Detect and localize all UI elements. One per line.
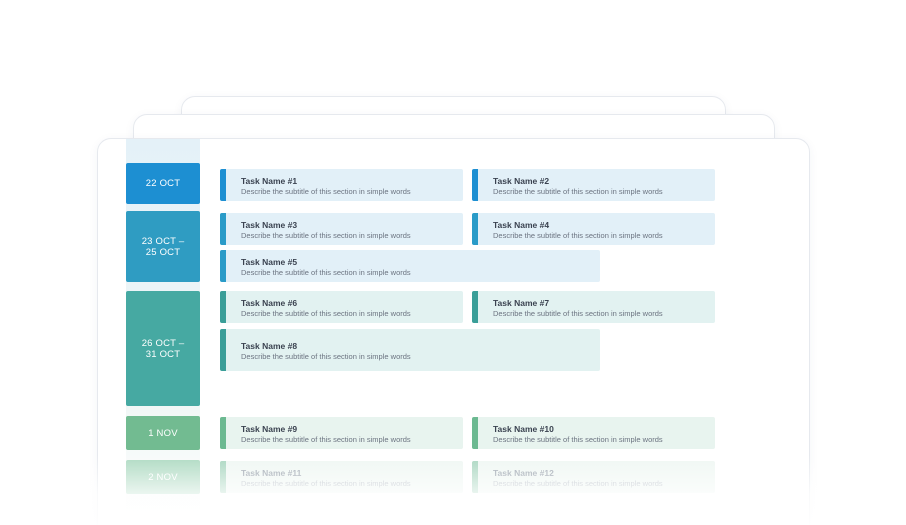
task-title: Task Name #12 xyxy=(493,468,554,478)
task-accent-bar xyxy=(472,169,478,201)
task-card-11[interactable]: Task Name #11 Describe the subtitle of t… xyxy=(220,461,463,493)
task-accent-bar xyxy=(220,291,226,323)
task-subtitle: Describe the subtitle of this section in… xyxy=(241,479,411,488)
task-title: Task Name #1 xyxy=(241,176,298,186)
task-title: Task Name #11 xyxy=(241,468,302,478)
task-title: Task Name #4 xyxy=(493,220,550,230)
task-card-6[interactable]: Task Name #6 Describe the subtitle of th… xyxy=(220,291,463,323)
task-card-10[interactable]: Task Name #10 Describe the subtitle of t… xyxy=(472,417,715,449)
date-block-2-nov[interactable]: 2 NOV xyxy=(126,460,200,494)
task-subtitle: Describe the subtitle of this section in… xyxy=(241,268,411,277)
task-title: Task Name #6 xyxy=(241,298,298,308)
date-block-23-25-oct[interactable]: 23 OCT – 25 OCT xyxy=(126,211,200,282)
task-accent-bar xyxy=(220,250,226,282)
task-accent-bar xyxy=(220,169,226,201)
task-card-4[interactable]: Task Name #4 Describe the subtitle of th… xyxy=(472,213,715,245)
date-block-26-31-oct[interactable]: 26 OCT – 31 OCT xyxy=(126,291,200,406)
task-subtitle: Describe the subtitle of this section in… xyxy=(241,309,411,318)
task-subtitle: Describe the subtitle of this section in… xyxy=(493,309,663,318)
task-accent-bar xyxy=(472,213,478,245)
task-subtitle: Describe the subtitle of this section in… xyxy=(241,187,411,196)
task-accent-bar xyxy=(220,417,226,449)
task-subtitle: Describe the subtitle of this section in… xyxy=(241,231,411,240)
task-accent-bar xyxy=(220,461,226,493)
task-title: Task Name #7 xyxy=(493,298,550,308)
task-accent-bar xyxy=(472,291,478,323)
task-subtitle: Describe the subtitle of this section in… xyxy=(493,435,663,444)
task-card-1[interactable]: Task Name #1 Describe the subtitle of th… xyxy=(220,169,463,201)
date-block-22-oct[interactable]: 22 OCT xyxy=(126,163,200,204)
task-card-3[interactable]: Task Name #3 Describe the subtitle of th… xyxy=(220,213,463,245)
task-title: Task Name #2 xyxy=(493,176,550,186)
task-subtitle: Describe the subtitle of this section in… xyxy=(493,479,663,488)
task-subtitle: Describe the subtitle of this section in… xyxy=(241,435,411,444)
task-card-9[interactable]: Task Name #9 Describe the subtitle of th… xyxy=(220,417,463,449)
task-card-2[interactable]: Task Name #2 Describe the subtitle of th… xyxy=(472,169,715,201)
task-title: Task Name #8 xyxy=(241,341,298,351)
date-block-1-nov[interactable]: 1 NOV xyxy=(126,416,200,450)
task-title: Task Name #10 xyxy=(493,424,554,434)
task-accent-bar xyxy=(472,461,478,493)
task-title: Task Name #5 xyxy=(241,257,298,267)
task-subtitle: Describe the subtitle of this section in… xyxy=(493,187,663,196)
task-subtitle: Describe the subtitle of this section in… xyxy=(493,231,663,240)
task-subtitle: Describe the subtitle of this section in… xyxy=(241,352,411,361)
task-card-5[interactable]: Task Name #5 Describe the subtitle of th… xyxy=(220,250,600,282)
task-title: Task Name #9 xyxy=(241,424,298,434)
task-accent-bar xyxy=(220,329,226,371)
task-card-7[interactable]: Task Name #7 Describe the subtitle of th… xyxy=(472,291,715,323)
task-accent-bar xyxy=(220,213,226,245)
task-title: Task Name #3 xyxy=(241,220,298,230)
task-card-12[interactable]: Task Name #12 Describe the subtitle of t… xyxy=(472,461,715,493)
task-accent-bar xyxy=(472,417,478,449)
task-card-8[interactable]: Task Name #8 Describe the subtitle of th… xyxy=(220,329,600,371)
